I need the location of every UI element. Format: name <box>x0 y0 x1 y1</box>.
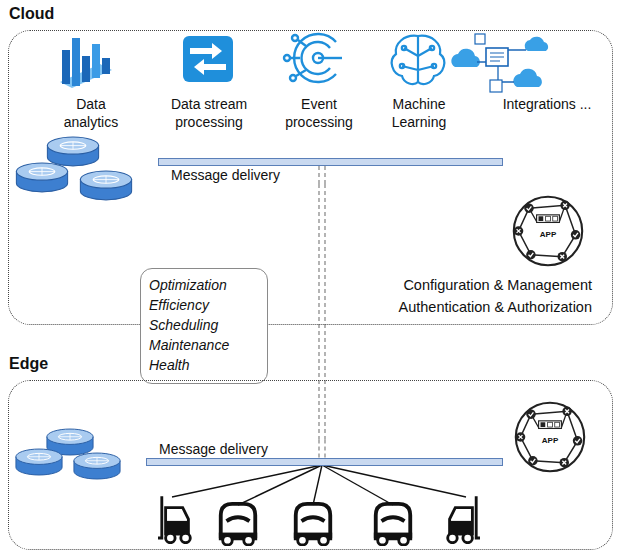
config-label: Configuration & Management <box>403 276 592 294</box>
auth-label: Authentication & Authorization <box>399 298 592 316</box>
edge-region: EdgeMessage delivery <box>8 380 613 550</box>
dashed-line <box>324 440 325 458</box>
service-label: Machine Learning <box>377 95 461 131</box>
service-label: Event processing <box>277 95 361 131</box>
service-label: Data analytics <box>50 95 132 131</box>
node-text: Data analytics <box>50 95 132 131</box>
node-text: Data stream processing <box>153 95 265 131</box>
bus-bar <box>158 158 503 166</box>
dashed-line <box>318 184 319 440</box>
message-bus: Message delivery <box>146 440 503 466</box>
dashed-line <box>324 184 325 440</box>
region-title: Cloud <box>9 5 54 23</box>
region-title: Edge <box>9 355 48 373</box>
node-text: Integrations ... <box>488 95 606 113</box>
service-label: Integrations ... <box>488 95 606 113</box>
dashed-line <box>318 440 319 458</box>
service-label: Data stream processing <box>153 95 265 131</box>
dashed-line <box>324 166 325 184</box>
app-label: APP <box>539 230 557 239</box>
bus-bar <box>146 458 503 466</box>
message-bus: Message delivery <box>158 158 503 184</box>
node-text: Machine Learning <box>377 95 461 131</box>
note-box: Optimization Efficiency Scheduling Maint… <box>140 268 268 384</box>
app-label: APP <box>541 436 559 445</box>
dashed-line <box>318 166 319 184</box>
dashed-link <box>319 184 325 440</box>
node-text: Message delivery <box>146 440 503 458</box>
node-text: Optimization Efficiency Scheduling Maint… <box>149 275 241 375</box>
node-text: Message delivery <box>158 166 503 184</box>
node-text: Event processing <box>277 95 361 131</box>
